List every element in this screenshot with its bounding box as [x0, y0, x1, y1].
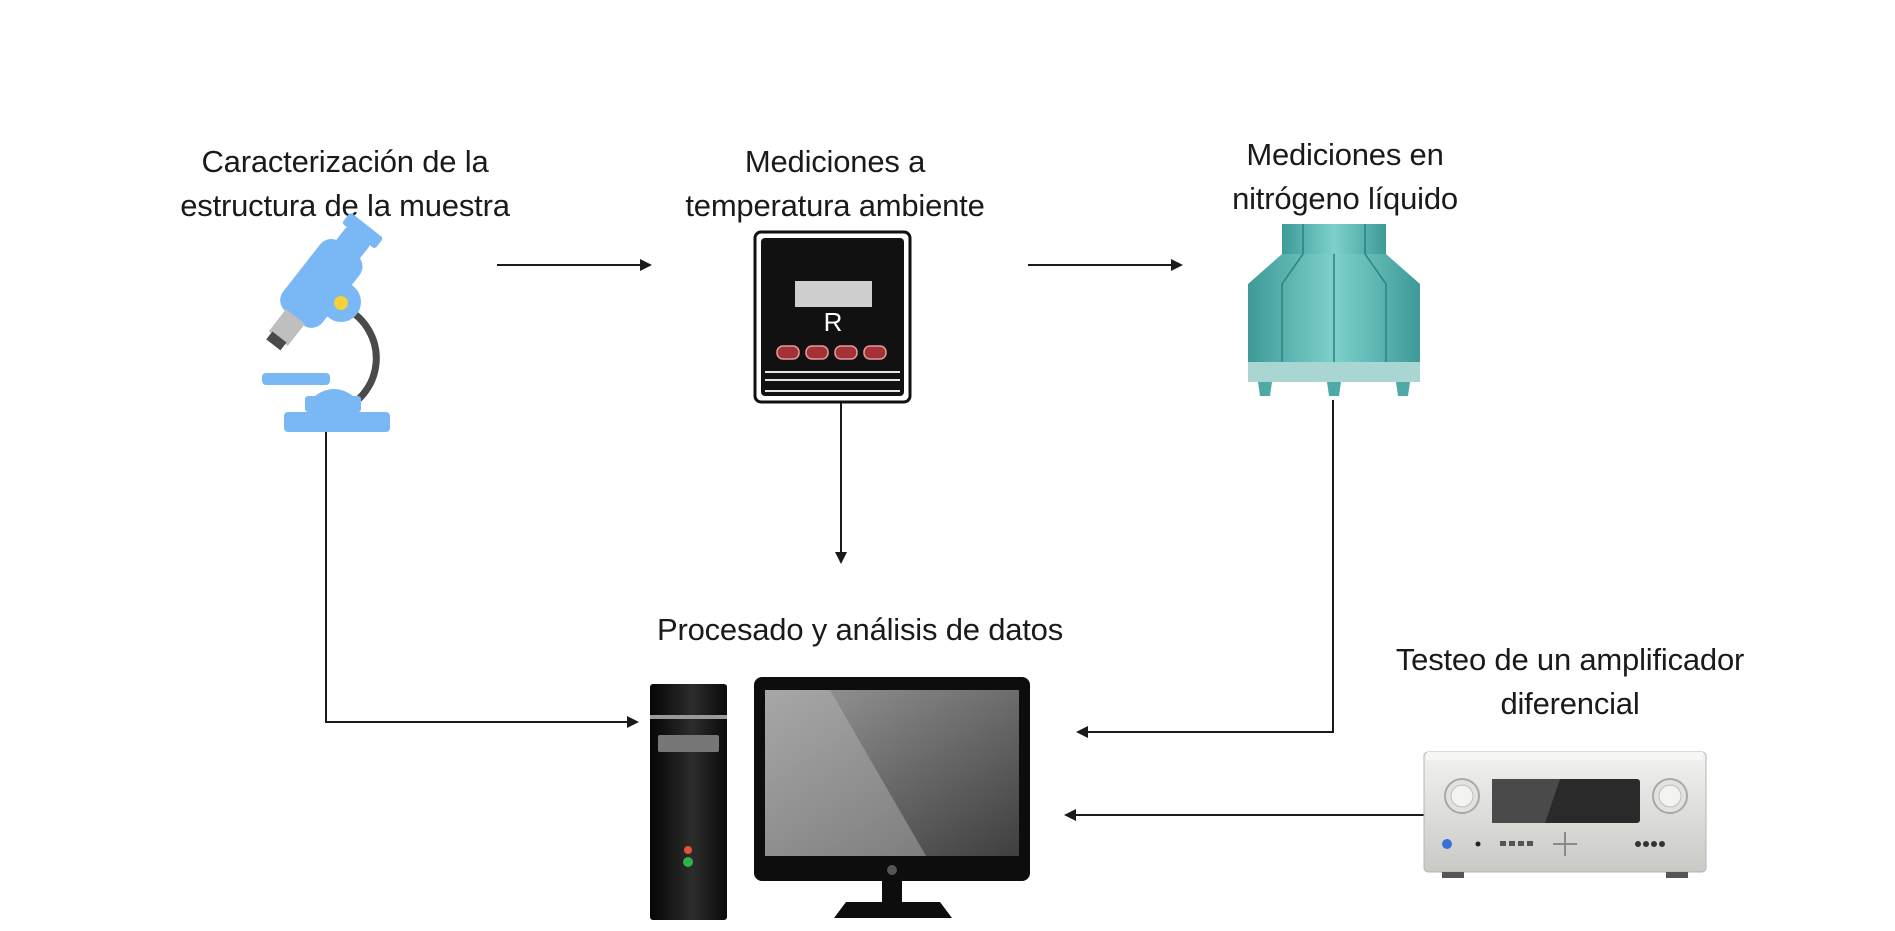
label-amplificador: Testeo de un amplificador diferencial	[1395, 642, 1745, 721]
amplifier-icon	[1423, 751, 1707, 878]
microscope-icon	[262, 213, 390, 432]
label-caracterizacion: Caracterización de la estructura de la m…	[180, 144, 510, 223]
arrow-cryostat-to-computer	[1076, 400, 1334, 738]
label-temperatura: Mediciones a temperatura ambiente	[685, 144, 985, 223]
cryostat-icon	[1248, 224, 1420, 396]
label-nitrogeno: Mediciones en nitrógeno líquido	[1232, 137, 1458, 216]
meter-symbol: R	[824, 307, 843, 337]
computer-icon	[650, 677, 1030, 920]
label-procesado: Procesado y análisis de datos	[656, 612, 1064, 647]
arrows	[325, 259, 1429, 821]
resistance-meter-icon: R	[753, 230, 912, 404]
arrow-microscope-to-computer	[325, 432, 639, 728]
